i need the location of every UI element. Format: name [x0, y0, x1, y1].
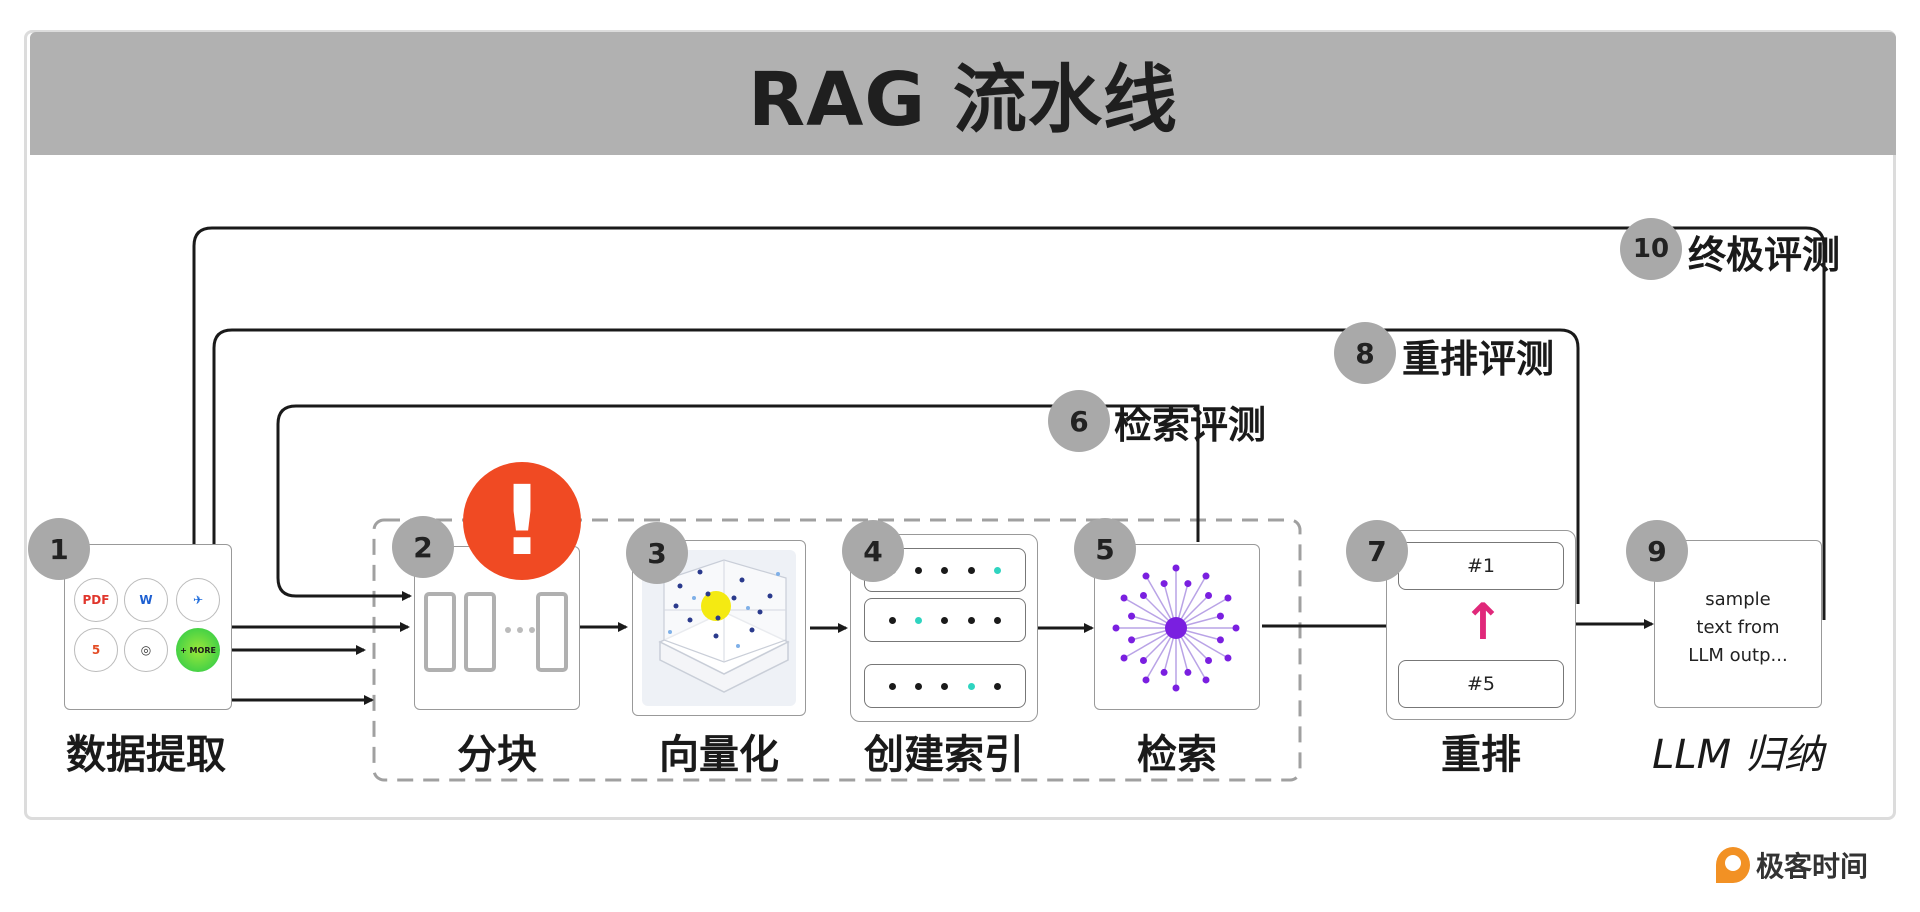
graph-node — [1172, 564, 1180, 572]
graph-node — [1216, 636, 1224, 644]
step-label-chunk: 分块 — [457, 732, 537, 778]
llm-output-text: sample text from LLM outp... — [1656, 586, 1820, 670]
graph-node — [1128, 612, 1136, 620]
step-badge-7: 7 — [1346, 520, 1408, 582]
graph-hub-node — [1165, 617, 1187, 639]
graph-node — [1184, 668, 1192, 676]
graph-node — [1112, 624, 1120, 632]
index-dot — [994, 566, 1002, 574]
index-row — [864, 598, 1026, 642]
chunk-block-3 — [536, 592, 568, 672]
step-badge-2: 2 — [392, 516, 454, 578]
step-badge-9: 9 — [1626, 520, 1688, 582]
index-dot — [888, 682, 896, 690]
graph-node — [1184, 580, 1192, 588]
graph-node — [1139, 591, 1147, 599]
page-title: RAG 流水线 — [748, 57, 1178, 143]
step-label-llm: LLM 归纳 — [1652, 732, 1824, 778]
chunk-dot-3 — [529, 627, 535, 633]
eval-badge-8: 8 — [1334, 322, 1396, 384]
html5-icon: 5 — [74, 628, 118, 672]
graph-node — [1172, 684, 1180, 692]
index-dot — [967, 616, 975, 624]
graph-node — [1160, 668, 1168, 676]
graph-node — [1224, 654, 1232, 662]
graph-node — [1142, 572, 1150, 580]
graph-node — [1216, 612, 1224, 620]
eval-label-final: 终极评测 — [1688, 233, 1841, 277]
index-dot — [915, 566, 923, 574]
step-badge-5: 5 — [1074, 518, 1136, 580]
data-sources-box — [64, 544, 232, 710]
index-dot — [967, 682, 975, 690]
graph-node — [1139, 657, 1147, 665]
step-badge-4: 4 — [842, 520, 904, 582]
chunk-block-1 — [424, 592, 456, 672]
word-icon: W — [124, 578, 168, 622]
rerank-top-item: #1 — [1398, 542, 1564, 590]
geektime-logo-icon — [1716, 847, 1750, 883]
index-dot — [915, 682, 923, 690]
brand-logo: 极客时间 — [1716, 845, 1868, 885]
graph-node — [1128, 636, 1136, 644]
graph-node — [1202, 676, 1210, 684]
index-dot — [994, 616, 1002, 624]
step-label-rerank: 重排 — [1441, 732, 1521, 778]
graph-node — [1120, 654, 1128, 662]
brand-logo-text: 极客时间 — [1756, 850, 1869, 883]
index-dot — [915, 616, 923, 624]
query-vector-highlight — [701, 591, 731, 621]
pipeline-group-border — [372, 518, 1302, 782]
chunk-block-2 — [464, 592, 496, 672]
title-bar: RAG 流水线 — [30, 32, 1896, 155]
eval-label-retrieval: 检索评测 — [1114, 403, 1267, 447]
graph-node — [1160, 580, 1168, 588]
step-label-vectorize: 向量化 — [659, 732, 779, 778]
index-row — [864, 664, 1026, 708]
chunk-dot-2 — [517, 627, 523, 633]
rerank-bottom-item: #5 — [1398, 660, 1564, 708]
index-dot — [967, 566, 975, 574]
graph-node — [1202, 572, 1210, 580]
index-dot — [941, 682, 949, 690]
graph-node — [1232, 624, 1240, 632]
index-dot — [888, 616, 896, 624]
step-label-index: 创建索引 — [864, 732, 1024, 778]
graph-node — [1205, 657, 1213, 665]
loop-retrieval-eval — [276, 404, 1200, 601]
diagram-frame — [24, 30, 1896, 820]
eval-badge-6: 6 — [1048, 390, 1110, 452]
llm-output-line-3: LLM outp... — [1688, 645, 1788, 666]
step-label-retrieve: 检索 — [1137, 732, 1217, 778]
pdf-icon: PDF — [74, 578, 118, 622]
more-icon: + MORE — [176, 628, 220, 672]
eval-label-rerank: 重排评测 — [1402, 337, 1555, 381]
confluence-icon: ✈ — [176, 578, 220, 622]
index-dot — [994, 682, 1002, 690]
warning-alert-icon: ! — [463, 462, 581, 580]
llm-output-line-1: sample — [1705, 589, 1771, 610]
chunk-dot-1 — [505, 627, 511, 633]
notion-icon: ◎ — [124, 628, 168, 672]
graph-node — [1120, 594, 1128, 602]
graph-node — [1142, 676, 1150, 684]
llm-output-line-2: text from — [1696, 617, 1780, 638]
step-badge-3: 3 — [626, 522, 688, 584]
index-dot — [941, 566, 949, 574]
graph-node — [1205, 591, 1213, 599]
rerank-up-arrow: ↑ — [1462, 593, 1504, 651]
step-badge-1: 1 — [28, 518, 90, 580]
eval-badge-10: 10 — [1620, 218, 1682, 280]
graph-node — [1224, 594, 1232, 602]
index-dot — [941, 616, 949, 624]
step-label-extract: 数据提取 — [66, 732, 226, 778]
